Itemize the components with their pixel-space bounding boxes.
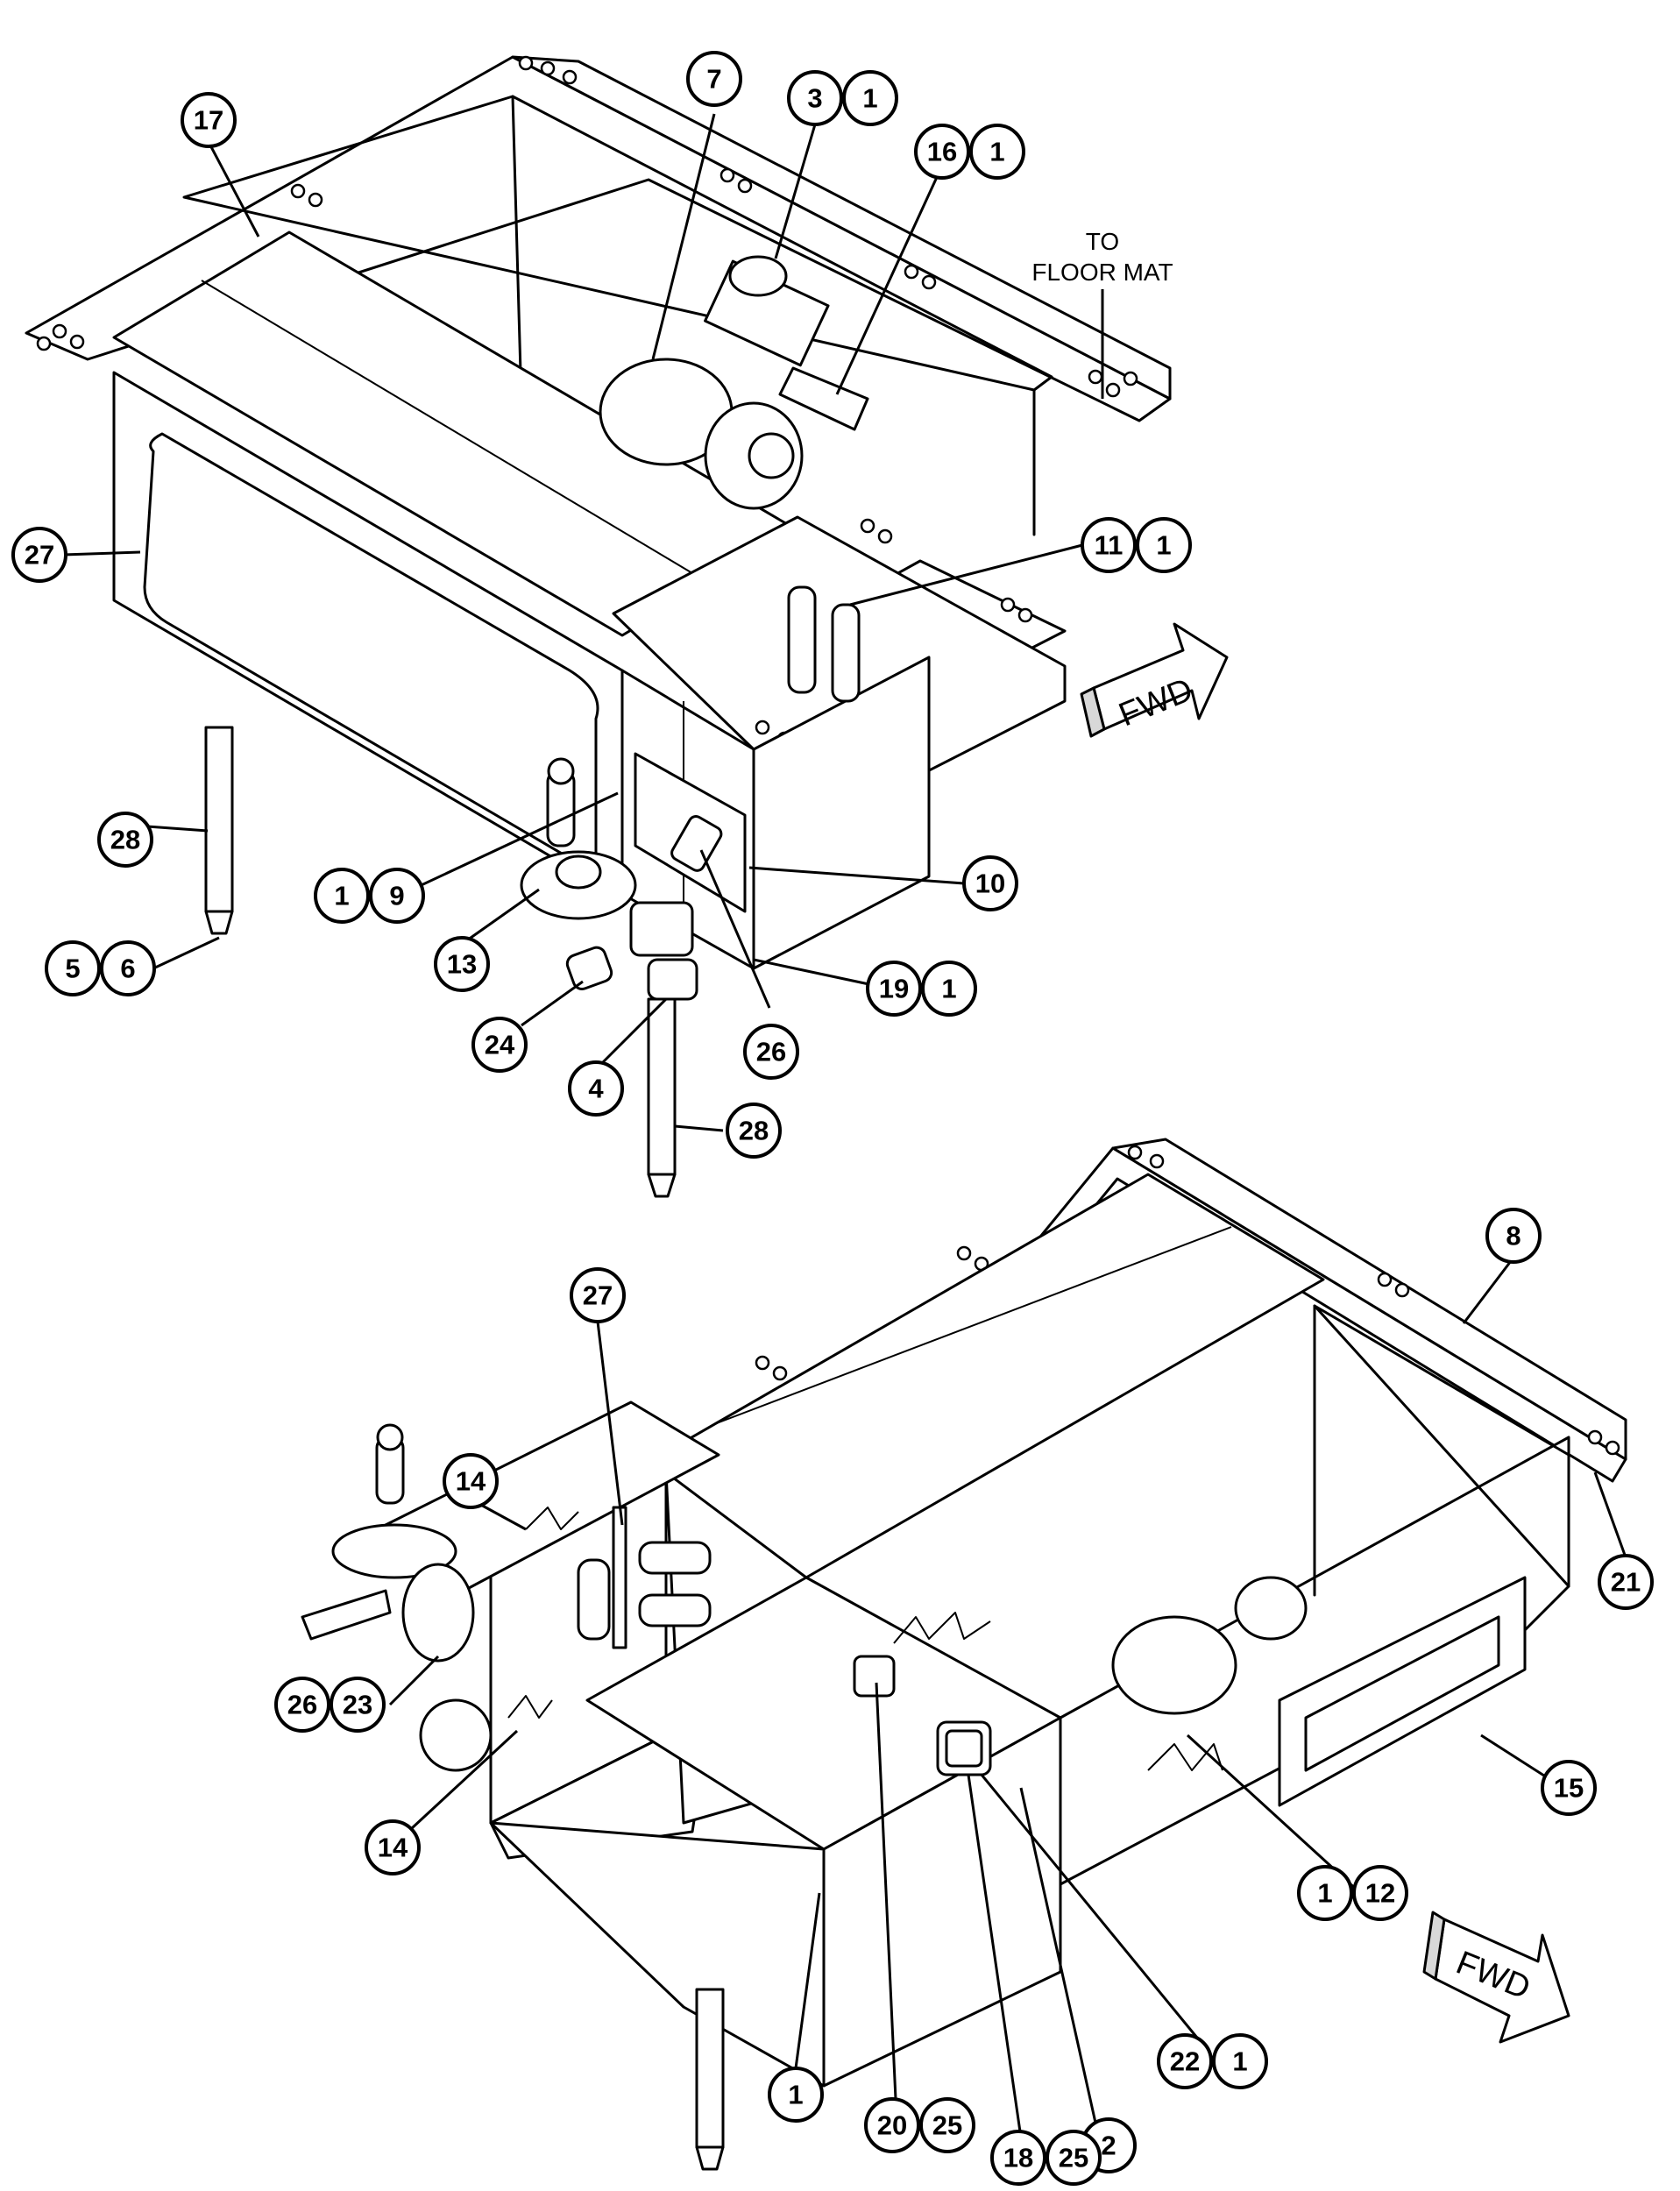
- upper-assembly: [25, 55, 1172, 1198]
- svg-text:8: 8: [1506, 1221, 1521, 1251]
- svg-text:9: 9: [389, 881, 404, 911]
- callout: 5: [45, 940, 101, 996]
- svg-text:10: 10: [975, 869, 1005, 899]
- callout: 11: [1081, 517, 1137, 573]
- svg-text:1: 1: [941, 974, 956, 1004]
- callout: 26: [274, 1677, 330, 1733]
- svg-text:18: 18: [1003, 2143, 1033, 2173]
- callout: 17: [181, 92, 237, 148]
- svg-text:27: 27: [25, 540, 54, 571]
- svg-text:2: 2: [1101, 2131, 1116, 2161]
- callout: 25: [1046, 2130, 1102, 2186]
- callout: 27: [570, 1267, 626, 1323]
- fwd-arrow-upper: FWD: [1080, 622, 1229, 738]
- callout: 21: [1598, 1554, 1654, 1610]
- svg-text:17: 17: [194, 105, 223, 136]
- svg-text:26: 26: [287, 1690, 317, 1720]
- svg-text:21: 21: [1611, 1567, 1641, 1598]
- callout: 1: [1136, 517, 1192, 573]
- svg-text:4: 4: [588, 1074, 604, 1104]
- callout: 4: [568, 1060, 624, 1117]
- callout: 1: [969, 124, 1025, 180]
- callout: 1: [768, 2067, 824, 2123]
- svg-text:1: 1: [862, 83, 877, 114]
- svg-text:1: 1: [788, 2080, 803, 2110]
- svg-text:25: 25: [1059, 2143, 1088, 2173]
- callout: 18: [990, 2130, 1046, 2186]
- svg-text:16: 16: [927, 137, 957, 167]
- svg-text:27: 27: [583, 1280, 613, 1311]
- callout: 20: [864, 2097, 920, 2153]
- callout: 7: [686, 51, 742, 107]
- callout: 14: [365, 1819, 421, 1875]
- callout: 3: [787, 70, 843, 126]
- note-line-2: FLOOR MAT: [1031, 259, 1173, 286]
- svg-text:3: 3: [807, 83, 822, 114]
- svg-text:28: 28: [110, 825, 140, 855]
- svg-text:1: 1: [1156, 530, 1171, 561]
- svg-text:11: 11: [1095, 530, 1124, 561]
- callout-bubbles: 17 7 3 1 16 1 11 1 27 28 1 9 13 5 6 24 4…: [11, 51, 1654, 2186]
- callout: 12: [1352, 1865, 1408, 1921]
- svg-text:26: 26: [756, 1037, 786, 1067]
- svg-text:24: 24: [485, 1030, 515, 1060]
- callout: 1: [1212, 2033, 1268, 2089]
- callout: 28: [726, 1103, 782, 1159]
- callout: 1: [921, 961, 977, 1017]
- callout: 28: [97, 812, 153, 868]
- svg-text:1: 1: [1317, 1878, 1332, 1909]
- lower-assembly: [301, 1138, 1627, 2171]
- svg-text:14: 14: [456, 1466, 486, 1497]
- callout: 8: [1485, 1208, 1542, 1264]
- callout: 16: [914, 124, 970, 180]
- callout: 9: [369, 868, 425, 924]
- note-line-1: TO: [1086, 228, 1119, 255]
- svg-text:6: 6: [120, 954, 135, 984]
- svg-text:1: 1: [989, 137, 1004, 167]
- callout: 1: [842, 70, 898, 126]
- svg-text:14: 14: [378, 1833, 408, 1863]
- callout: 10: [962, 855, 1018, 911]
- svg-text:1: 1: [1232, 2046, 1247, 2077]
- callout: 1: [314, 868, 370, 924]
- callout: 24: [471, 1017, 528, 1073]
- fwd-arrow-lower: FWD: [1422, 1911, 1570, 2044]
- svg-text:20: 20: [877, 2110, 907, 2141]
- floor-mat-note: TO FLOOR MAT: [1031, 228, 1173, 399]
- svg-text:22: 22: [1170, 2046, 1200, 2077]
- callout: 15: [1541, 1760, 1597, 1816]
- flange-holes-upper: [36, 55, 1138, 398]
- callout: 19: [866, 961, 922, 1017]
- svg-text:7: 7: [706, 64, 721, 95]
- svg-text:25: 25: [932, 2110, 962, 2141]
- svg-text:1: 1: [334, 881, 349, 911]
- svg-text:19: 19: [879, 974, 909, 1004]
- callout: 22: [1157, 2033, 1213, 2089]
- callout: 26: [743, 1024, 799, 1080]
- svg-text:5: 5: [65, 954, 80, 984]
- callout: 23: [330, 1677, 386, 1733]
- svg-text:28: 28: [739, 1116, 769, 1146]
- callout: 6: [100, 940, 156, 996]
- callout: 1: [1297, 1865, 1353, 1921]
- callout: 13: [434, 936, 490, 992]
- svg-text:12: 12: [1365, 1878, 1395, 1909]
- callout: 14: [443, 1453, 499, 1509]
- svg-text:23: 23: [343, 1690, 372, 1720]
- callout: 27: [11, 527, 67, 583]
- svg-text:15: 15: [1554, 1773, 1584, 1804]
- svg-text:13: 13: [447, 949, 477, 980]
- leader-lines: [62, 113, 1627, 2157]
- callout: 25: [919, 2097, 975, 2153]
